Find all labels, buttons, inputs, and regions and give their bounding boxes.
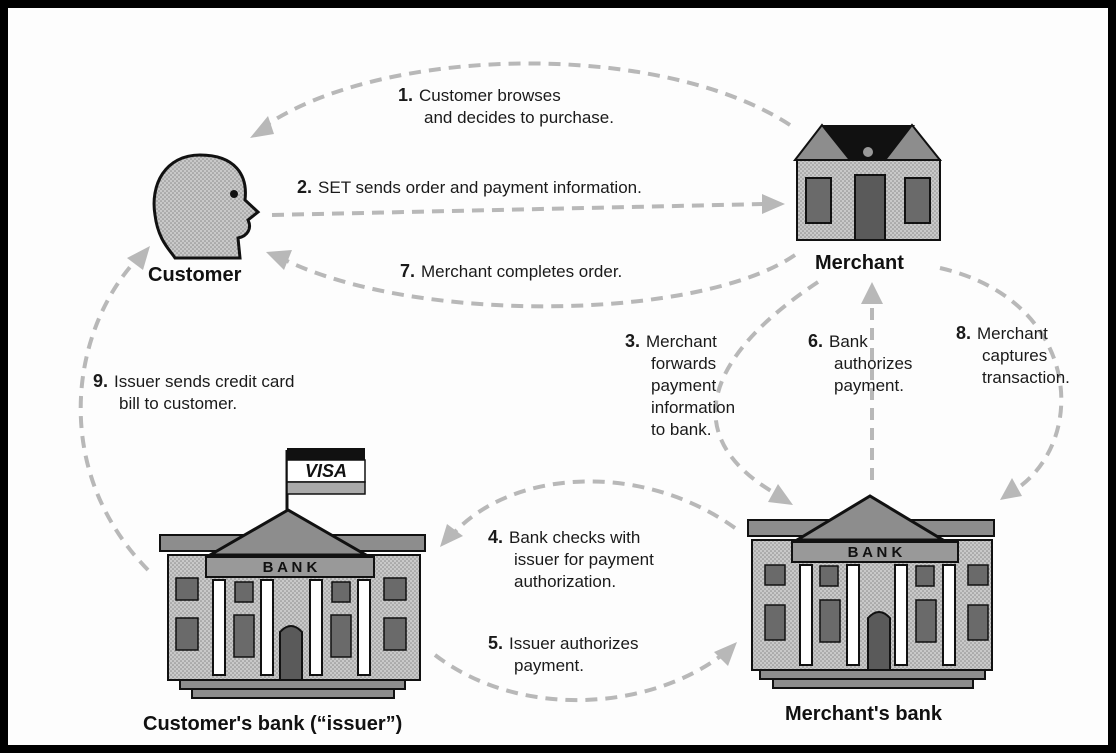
step-7-label: 7. Merchant completes order.	[400, 260, 720, 283]
merchant-bank-sign-text: B A N K	[848, 544, 903, 561]
step-number: 4.	[488, 527, 504, 547]
arrow-step-9	[78, 256, 150, 572]
customer-head-icon	[152, 153, 261, 260]
step-text-line: authorizes	[834, 354, 913, 373]
arrow-step-8	[939, 266, 1064, 492]
arrow-step-2	[271, 202, 766, 217]
step-text-line: Merchant	[977, 324, 1048, 343]
step-text-line: SET sends order and payment information.	[318, 178, 642, 197]
step-text-line: payment.	[514, 656, 584, 675]
step-4-label: 4. Bank checks with issuer for payment auth…	[488, 526, 718, 593]
step-text-line: to bank.	[651, 420, 712, 439]
step-text-line: payment.	[834, 376, 904, 395]
merchant-bank-label: Merchant's bank	[785, 703, 943, 725]
arrow-step-5	[433, 653, 724, 703]
step-number: 5.	[488, 633, 504, 653]
step-text-line: Customer browses	[419, 86, 561, 105]
arrow-step-4	[450, 479, 737, 537]
step-number: 8.	[956, 323, 972, 343]
step-text-line: Issuer authorizes	[509, 634, 639, 653]
step-text-line: Bank	[829, 332, 868, 351]
step-6-label: 6. Bank authorizes payment.	[808, 330, 948, 397]
merchant-bank-building-icon	[747, 494, 995, 689]
arrow-step-7	[284, 253, 797, 309]
step-number: 1.	[398, 85, 414, 105]
step-8-label: 8. Merchant captures transaction.	[956, 322, 1106, 389]
arrow-step-1	[260, 61, 792, 130]
step-number: 7.	[400, 261, 416, 281]
customer-label: Customer	[148, 264, 242, 286]
step-2-label: 2. SET sends order and payment informatio…	[297, 176, 767, 199]
step-text-line: information	[651, 398, 736, 417]
step-9-label: 9. Issuer sends credit card bill to custom…	[93, 370, 393, 415]
step-text-line: Issuer sends credit card	[114, 372, 295, 391]
step-text-line: Bank checks with	[509, 528, 641, 547]
step-text-line: transaction.	[982, 368, 1070, 387]
step-5-label: 5. Issuer authorizes payment.	[488, 632, 698, 677]
step-number: 2.	[297, 177, 313, 197]
step-text-line: issuer for payment	[514, 550, 654, 569]
step-text-line: Merchant completes order.	[421, 262, 623, 281]
merchant-building-icon	[792, 123, 943, 241]
issuer-bank-building-icon	[159, 448, 426, 699]
step-text-line: authorization.	[514, 572, 617, 591]
step-text-line: and decides to purchase.	[424, 108, 614, 127]
step-text-line: bill to customer.	[119, 394, 238, 413]
step-text-line: Merchant	[646, 332, 717, 351]
flow-arrows	[78, 61, 1064, 703]
step-number: 3.	[625, 331, 641, 351]
flag-visa-text: VISA	[305, 461, 347, 481]
step-number: 6.	[808, 331, 824, 351]
step-text-line: payment	[651, 376, 717, 395]
step-text-line: forwards	[651, 354, 717, 373]
step-3-label: 3. Merchant forwards payment information to b…	[625, 330, 785, 441]
step-1-label: 1. Customer browses and decides to purchas…	[398, 84, 698, 129]
issuer-bank-label: Customer's bank (“issuer”)	[143, 713, 403, 735]
issuer-bank-sign-text: B A N K	[263, 559, 318, 576]
merchant-label: Merchant	[815, 252, 904, 274]
step-text-line: captures	[982, 346, 1048, 365]
arrow-step-3	[713, 280, 820, 497]
step-number: 9.	[93, 371, 109, 391]
